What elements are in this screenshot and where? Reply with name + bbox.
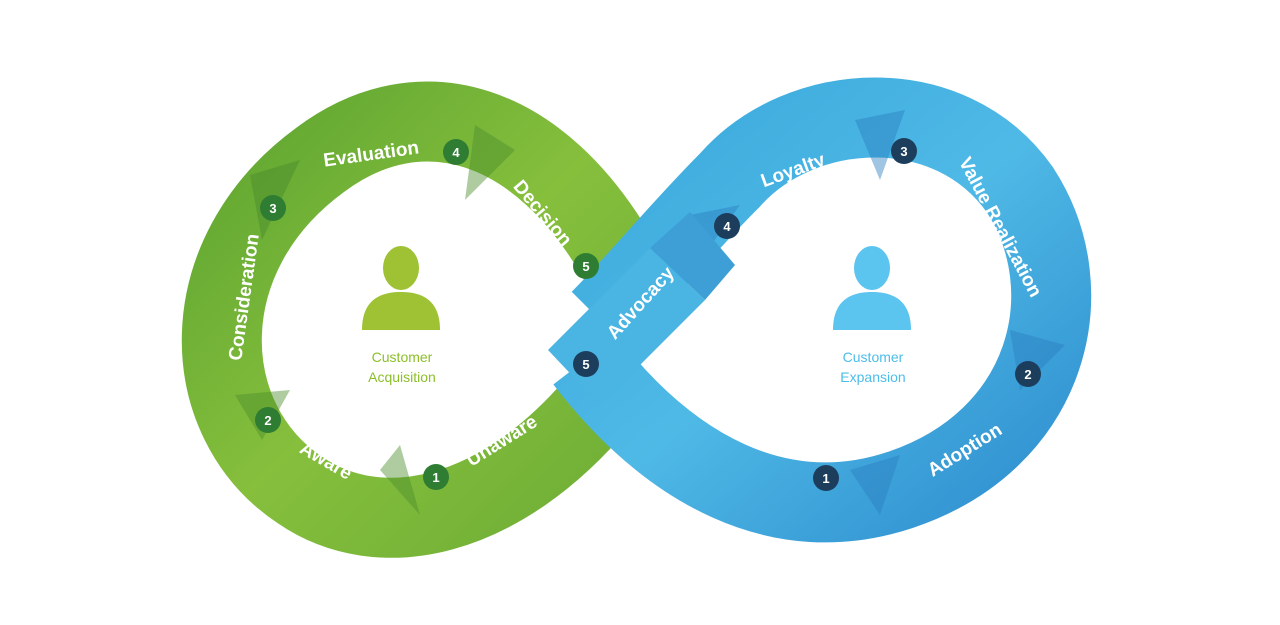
stage-badge-expansion-4: 4 bbox=[714, 213, 740, 239]
expansion-segment-shadow bbox=[855, 110, 905, 180]
svg-text:5: 5 bbox=[582, 259, 589, 274]
acquisition-ring bbox=[181, 81, 655, 558]
svg-text:4: 4 bbox=[452, 145, 460, 160]
svg-text:4: 4 bbox=[723, 219, 731, 234]
stage-badge-expansion-2: 2 bbox=[1015, 361, 1041, 387]
svg-text:1: 1 bbox=[822, 471, 829, 486]
stage-badge-acquisition-1: 1 bbox=[423, 464, 449, 490]
stage-badge-acquisition-4: 4 bbox=[443, 139, 469, 165]
svg-text:5: 5 bbox=[582, 357, 589, 372]
svg-text:2: 2 bbox=[264, 413, 271, 428]
acquisition-title-line2: Acquisition bbox=[368, 369, 436, 385]
stage-badge-acquisition-5: 5 bbox=[573, 253, 599, 279]
expansion-segment-shadow bbox=[850, 455, 900, 515]
svg-text:3: 3 bbox=[269, 201, 276, 216]
acquisition-person-icon bbox=[362, 246, 440, 330]
acquisition-title-line1: Customer bbox=[372, 349, 433, 365]
stage-badge-expansion-1: 1 bbox=[813, 465, 839, 491]
acquisition-segment-shadow bbox=[465, 125, 515, 200]
stage-badge-acquisition-3: 3 bbox=[260, 195, 286, 221]
crossing-band-upper bbox=[650, 212, 735, 300]
expansion-title-line1: Customer bbox=[843, 349, 904, 365]
svg-text:2: 2 bbox=[1024, 367, 1031, 382]
stage-badge-acquisition-2: 2 bbox=[255, 407, 281, 433]
svg-text:3: 3 bbox=[900, 144, 907, 159]
svg-text:1: 1 bbox=[432, 470, 439, 485]
expansion-person-icon bbox=[833, 246, 911, 330]
acquisition-segment-shadow bbox=[380, 445, 420, 515]
stage-badge-expansion-5: 5 bbox=[573, 351, 599, 377]
stage-badge-expansion-3: 3 bbox=[891, 138, 917, 164]
expansion-title-line2: Expansion bbox=[840, 369, 905, 385]
expansion-ring bbox=[553, 77, 1092, 543]
